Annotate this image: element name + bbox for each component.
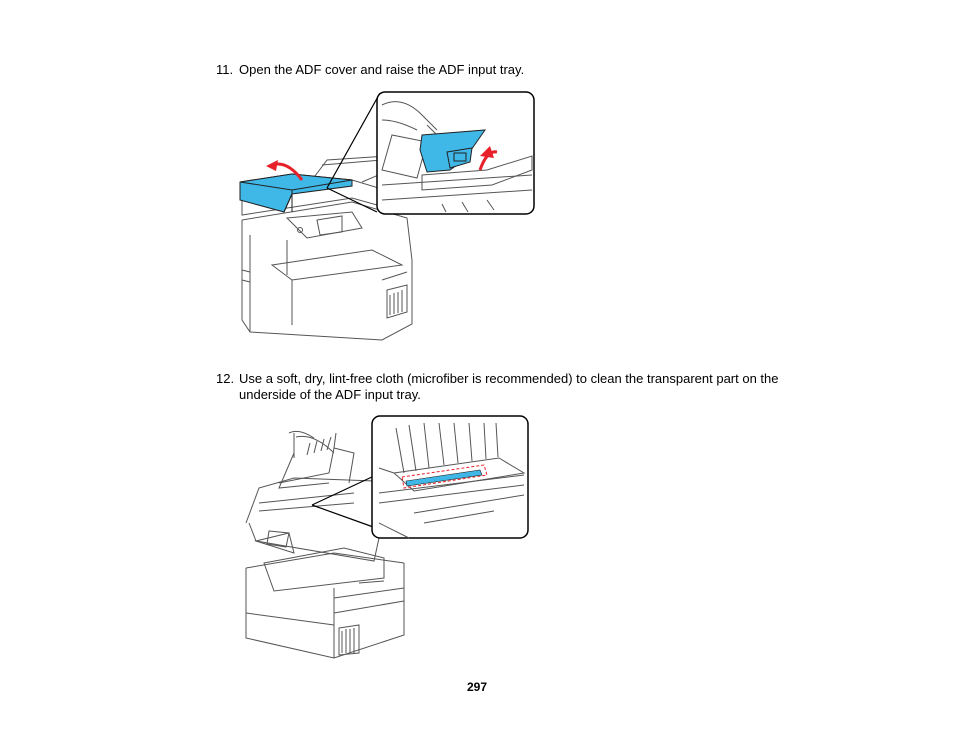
step-11: 11. Open the ADF cover and raise the ADF…	[216, 62, 916, 80]
printer-adf-cleaning-illustration	[234, 413, 532, 660]
step-12: 12. Use a soft, dry, lint-free cloth (mi…	[216, 371, 816, 405]
step-number: 11.	[216, 62, 234, 77]
page-number: 297	[466, 680, 488, 694]
step-text: Use a soft, dry, lint-free cloth (microf…	[239, 371, 779, 402]
step-number: 12.	[216, 371, 235, 386]
printer-adf-open-illustration	[232, 90, 538, 344]
step-text: Open the ADF cover and raise the ADF inp…	[239, 62, 525, 77]
